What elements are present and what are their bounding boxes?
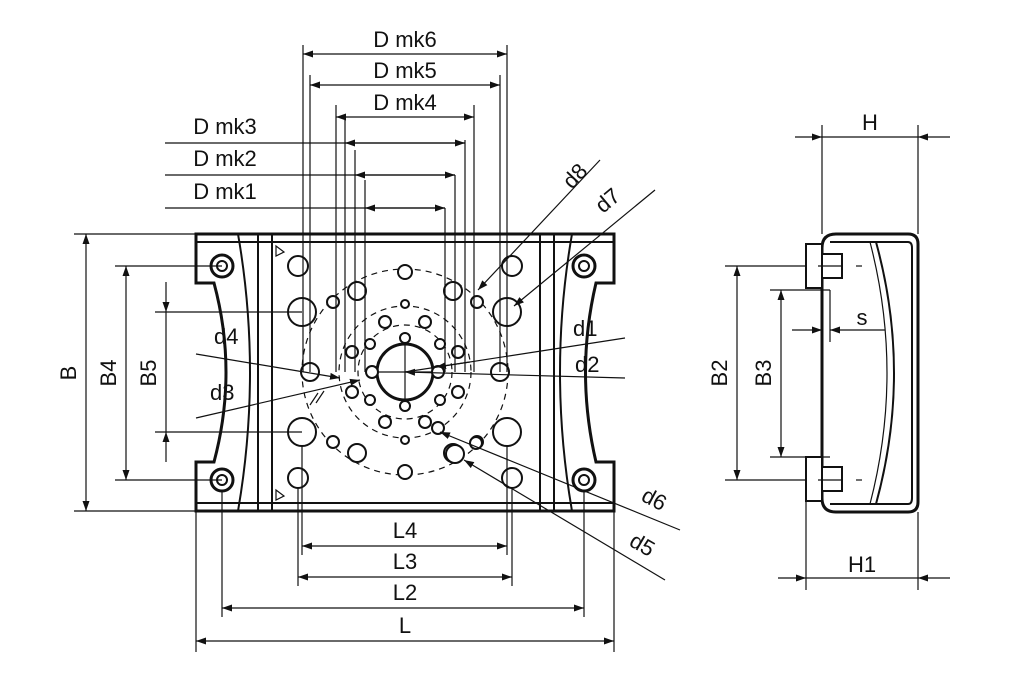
label-L3: L3: [393, 549, 417, 574]
label-B2: B2: [707, 360, 732, 387]
label-d6: d6: [638, 482, 671, 516]
corner-screw-tr: [571, 253, 597, 279]
label-dmk1: D mk1: [193, 179, 257, 204]
label-B3: B3: [751, 360, 776, 387]
label-L4: L4: [393, 518, 417, 543]
label-d5: d5: [626, 528, 660, 562]
label-B: B: [56, 366, 81, 381]
label-B5: B5: [136, 360, 161, 387]
dmk-extension-lines: [302, 45, 508, 372]
label-L: L: [399, 613, 411, 638]
label-s: s: [857, 305, 868, 330]
label-H1: H1: [848, 552, 876, 577]
label-L2: L2: [393, 580, 417, 605]
label-d4: d4: [214, 324, 238, 349]
dmk-dimensions: D mk6 D mk5 D mk4 D mk3 D mk2 D mk1: [165, 27, 507, 212]
width-dimensions: L4 L3 L2 L: [195, 446, 615, 652]
label-dmk6: D mk6: [373, 27, 437, 52]
label-H: H: [862, 110, 878, 135]
label-d2: d2: [575, 352, 599, 377]
label-d1: d1: [573, 316, 597, 341]
label-dmk3: D mk3: [193, 114, 257, 139]
side-dimensions: H H1 s B2 B3: [707, 110, 950, 590]
label-dmk2: D mk2: [193, 146, 257, 171]
label-d8: d8: [557, 158, 592, 193]
label-dmk4: D mk4: [373, 90, 437, 115]
side-view: [805, 232, 920, 514]
label-dmk5: D mk5: [373, 58, 437, 83]
label-d3: d3: [210, 380, 234, 405]
label-B4: B4: [96, 360, 121, 387]
height-dimensions: B B4 B5: [56, 233, 302, 512]
label-d7: d7: [590, 183, 625, 218]
